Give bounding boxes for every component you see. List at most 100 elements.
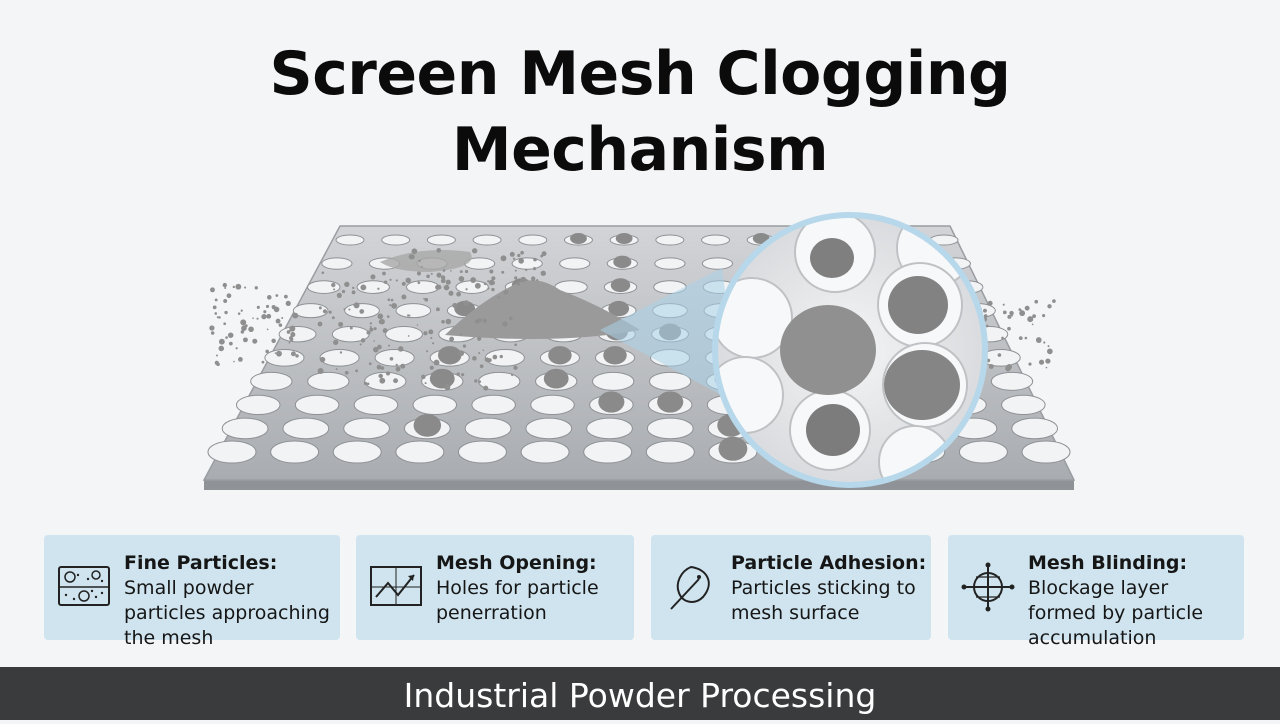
- particle: [440, 278, 446, 284]
- mesh-hole: [381, 234, 411, 246]
- mesh-hole: [294, 394, 340, 416]
- particle: [1042, 314, 1046, 318]
- mesh-hole: [655, 234, 685, 246]
- particle: [393, 378, 399, 384]
- particle: [235, 283, 242, 290]
- particle: [421, 265, 423, 268]
- particle: [379, 377, 386, 384]
- particle: [318, 306, 322, 310]
- particle: [331, 316, 335, 320]
- mesh-hole: [335, 234, 365, 246]
- particle: [341, 289, 346, 294]
- particle: [378, 373, 383, 379]
- particle: [418, 259, 421, 263]
- particle: [436, 247, 442, 253]
- clog-clump: [657, 391, 684, 413]
- particle: [988, 364, 994, 369]
- particle: [474, 282, 481, 289]
- particle: [405, 277, 412, 284]
- particle: [1002, 303, 1005, 306]
- particle: [400, 363, 406, 369]
- particle: [398, 346, 404, 352]
- particle: [331, 282, 336, 288]
- particle: [489, 269, 494, 274]
- mesh-illustration: [202, 212, 1076, 490]
- particle: [1047, 304, 1052, 309]
- particle: [238, 357, 243, 362]
- particle: [285, 300, 291, 307]
- particle: [380, 366, 385, 370]
- particle: [271, 305, 276, 310]
- particle: [256, 317, 259, 320]
- particle: [212, 305, 217, 310]
- particle: [450, 270, 452, 272]
- particle: [333, 288, 336, 291]
- particle: [266, 328, 269, 331]
- particle: [395, 363, 398, 367]
- mesh-hole: [586, 417, 633, 440]
- particle: [426, 274, 430, 279]
- particle: [225, 336, 228, 339]
- particle: [463, 300, 470, 306]
- particle: [383, 280, 388, 284]
- particle: [458, 276, 465, 282]
- particle: [317, 368, 324, 374]
- particle: [407, 335, 410, 337]
- particle: [531, 276, 536, 281]
- particle: [235, 347, 238, 350]
- particle: [233, 360, 235, 363]
- clog-clump: [437, 346, 462, 365]
- particle: [532, 267, 537, 271]
- particle: [237, 312, 241, 315]
- mesh-hole: [282, 417, 330, 440]
- particle: [536, 279, 539, 282]
- particle: [424, 297, 429, 302]
- particle: [1047, 345, 1050, 348]
- particle: [423, 331, 428, 336]
- particle: [477, 336, 482, 341]
- mesh-hole: [646, 417, 694, 440]
- particle: [215, 354, 218, 357]
- particle: [513, 365, 518, 370]
- particle: [240, 330, 245, 334]
- particle: [459, 270, 462, 273]
- particle: [265, 349, 269, 354]
- particle: [336, 292, 342, 299]
- particle: [377, 287, 380, 290]
- clog-clump: [548, 346, 572, 365]
- title-line-1: Screen Mesh Clogging: [269, 39, 1011, 109]
- particle: [478, 352, 481, 355]
- particle: [275, 294, 279, 297]
- particle: [997, 353, 1002, 357]
- particle: [290, 351, 296, 357]
- particle: [366, 382, 370, 386]
- mesh-hole: [364, 371, 407, 391]
- particle: [252, 338, 258, 344]
- particle: [499, 354, 503, 359]
- particle: [416, 324, 419, 326]
- particle: [275, 318, 281, 324]
- particle: [289, 337, 294, 342]
- clog-clump: [615, 233, 633, 244]
- particle: [335, 368, 338, 371]
- particle: [222, 282, 227, 288]
- particle: [352, 286, 355, 289]
- particle: [289, 329, 292, 332]
- clog-clump: [613, 255, 632, 269]
- mesh-hole: [559, 257, 591, 270]
- mesh-blinding-icon: [961, 562, 1015, 612]
- particle: [401, 281, 406, 286]
- particle: [462, 344, 467, 348]
- particle: [1024, 336, 1028, 340]
- particle: [348, 308, 351, 311]
- particle: [512, 257, 516, 260]
- magnifier-beam: [600, 268, 740, 405]
- particle: [290, 332, 296, 338]
- particle: [416, 271, 421, 276]
- particle: [1001, 336, 1004, 340]
- particle: [488, 279, 495, 286]
- particle: [456, 372, 460, 376]
- particle: [1038, 359, 1045, 365]
- particle: [244, 286, 247, 289]
- clog-clump: [608, 300, 630, 317]
